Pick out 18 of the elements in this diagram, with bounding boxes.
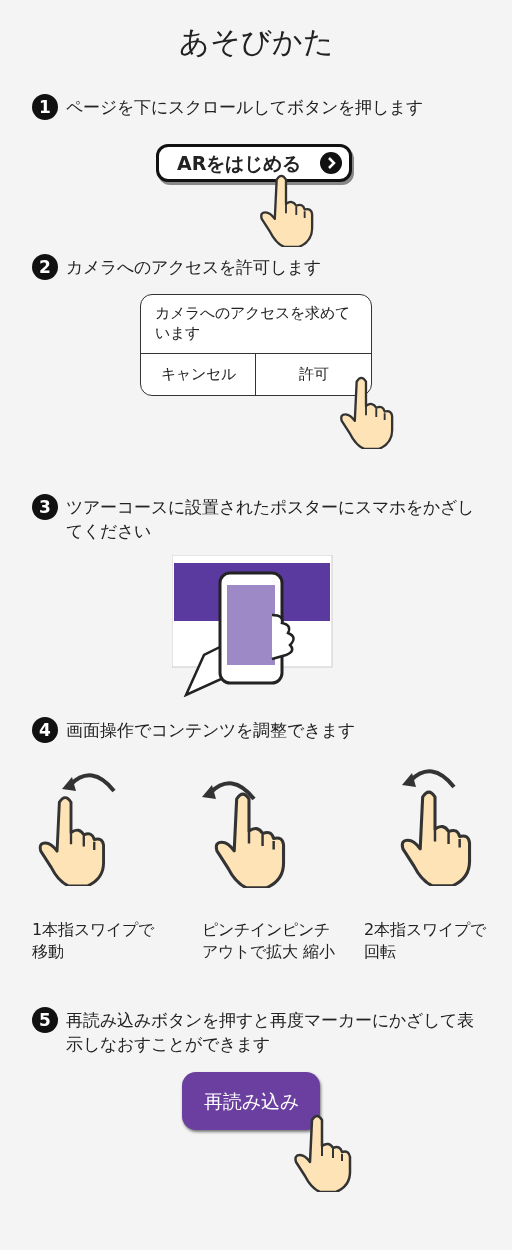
step-text: 画面操作でコンテンツを調整できます: [66, 719, 355, 742]
step-number-badge: 1: [32, 94, 58, 120]
step-text: 再読み込みボタンを押すと再度マーカーにかざして表示しなおすことができます: [66, 1009, 475, 1056]
step-number-badge: 5: [32, 1007, 58, 1033]
gesture-caption: ピンチインピンチアウトで拡大 縮小: [202, 919, 337, 963]
gesture-caption: 1本指スワイプで移動: [32, 919, 156, 963]
dialog-message: カメラへのアクセスを求めています: [155, 303, 351, 343]
step-number-badge: 4: [32, 717, 58, 743]
step-number-badge: 2: [32, 254, 58, 280]
step-text: カメラへのアクセスを許可します: [66, 256, 321, 279]
reload-button: 再読み込み: [182, 1072, 320, 1130]
cancel-button: キャンセル: [141, 353, 256, 395]
step-text: ツアーコースに設置されたポスターにスマホをかざしてください: [66, 496, 475, 543]
step-number-badge: 3: [32, 494, 58, 520]
gesture-caption: 2本指スワイプで回転: [364, 919, 488, 963]
step-text: ページを下にスクロールしてボタンを押します: [66, 96, 423, 119]
start-button: ARをはじめる: [156, 144, 352, 182]
page-title: あそびかた: [177, 23, 335, 61]
